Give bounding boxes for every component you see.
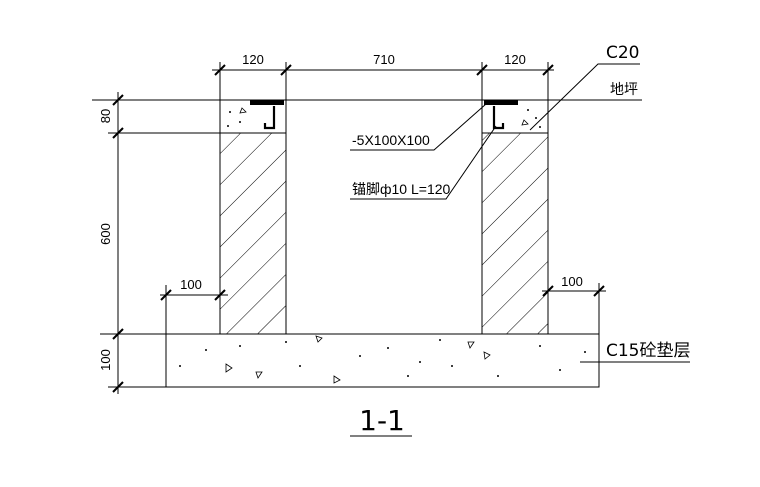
plate-leader: [350, 103, 487, 151]
label-anchor: 锚脚ф10 L=120: [352, 181, 451, 197]
left-anchor: [263, 106, 276, 130]
label-c20: C20: [606, 43, 640, 63]
left-wall: [219, 132, 287, 335]
dim-left-600: 600: [98, 223, 113, 245]
dim-left-100: 100: [98, 349, 113, 371]
left-steel-plate: [250, 100, 284, 105]
dim-top-right: 120: [504, 52, 526, 67]
label-floor: 地坪: [610, 81, 638, 97]
label-c15: C15砼垫层: [606, 341, 691, 361]
dim-left-offset: 100: [180, 277, 202, 292]
dim-top-left: 120: [242, 52, 264, 67]
label-plate: -5X100X100: [352, 132, 430, 148]
cap-aggregate: [227, 107, 541, 128]
c20-leader: [529, 63, 640, 131]
dim-left-80: 80: [98, 109, 113, 123]
right-anchor: [492, 106, 505, 130]
right-wall: [481, 132, 549, 335]
section-title: 1-1: [359, 404, 405, 437]
slab-aggregate: [179, 335, 586, 384]
base-slab: [165, 333, 600, 388]
dim-right-offset: 100: [561, 274, 583, 289]
right-steel-plate: [484, 100, 518, 105]
anchor-leader: [350, 125, 497, 200]
dim-top-middle: 710: [373, 52, 395, 67]
